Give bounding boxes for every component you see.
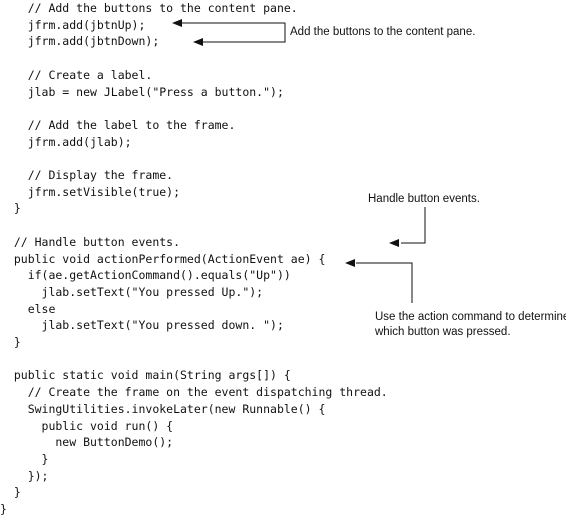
code-line: }	[0, 335, 21, 349]
code-line: SwingUtilities.invokeLater(new Runnable(…	[0, 401, 326, 416]
code-line: jlab = new JLabel("Press a button.");	[0, 84, 284, 99]
code-line: }	[0, 502, 7, 516]
code-line: else	[0, 301, 56, 316]
callout-line-action-command	[356, 262, 413, 303]
code-line: public void run() {	[0, 418, 174, 433]
code-line: });	[0, 468, 49, 483]
code-line: jlab.setText("You pressed Up.");	[0, 284, 264, 299]
code-line: jfrm.add(jbtnUp);	[0, 17, 146, 32]
code-line: // Create the frame on the event dispatc…	[0, 385, 388, 400]
code-line: }	[0, 485, 21, 500]
arrowhead-jbtnup	[172, 19, 182, 27]
code-line: // Add the buttons to the content pane.	[0, 1, 298, 15]
code-line: jfrm.add(jlab);	[0, 134, 132, 149]
arrowhead-if-statement	[345, 259, 355, 267]
code-line: // Create a label.	[0, 67, 153, 82]
code-line: jfrm.setVisible(true);	[0, 184, 181, 199]
code-line: // Display the frame.	[0, 168, 174, 182]
annotation-handle-events: Handle button events.	[368, 193, 480, 205]
code-line: jfrm.add(jbtnDown);	[0, 34, 160, 49]
arrowhead-jbtndown	[193, 38, 203, 46]
code-line: // Add the label to the frame.	[0, 117, 236, 132]
code-line: }	[0, 451, 49, 466]
arrowhead-action-performed	[389, 239, 399, 247]
callout-line-handle-events	[401, 207, 426, 244]
annotation-action-command-line2: which button was pressed.	[375, 326, 511, 338]
callout-line-add-buttons	[180, 22, 286, 43]
code-line: }	[0, 201, 21, 216]
code-line: if(ae.getActionCommand().equals("Up"))	[0, 268, 291, 283]
code-line: public void actionPerformed(ActionEvent …	[0, 251, 326, 266]
annotation-add-buttons: Add the buttons to the content pane.	[290, 26, 476, 38]
code-line: // Handle button events.	[0, 234, 181, 249]
annotation-action-command-line1: Use the action command to determine	[375, 311, 566, 323]
code-line: public static void main(String args[]) {	[0, 368, 291, 383]
code-line: jlab.setText("You pressed down. ");	[0, 318, 284, 333]
code-line: new ButtonDemo();	[0, 435, 174, 450]
